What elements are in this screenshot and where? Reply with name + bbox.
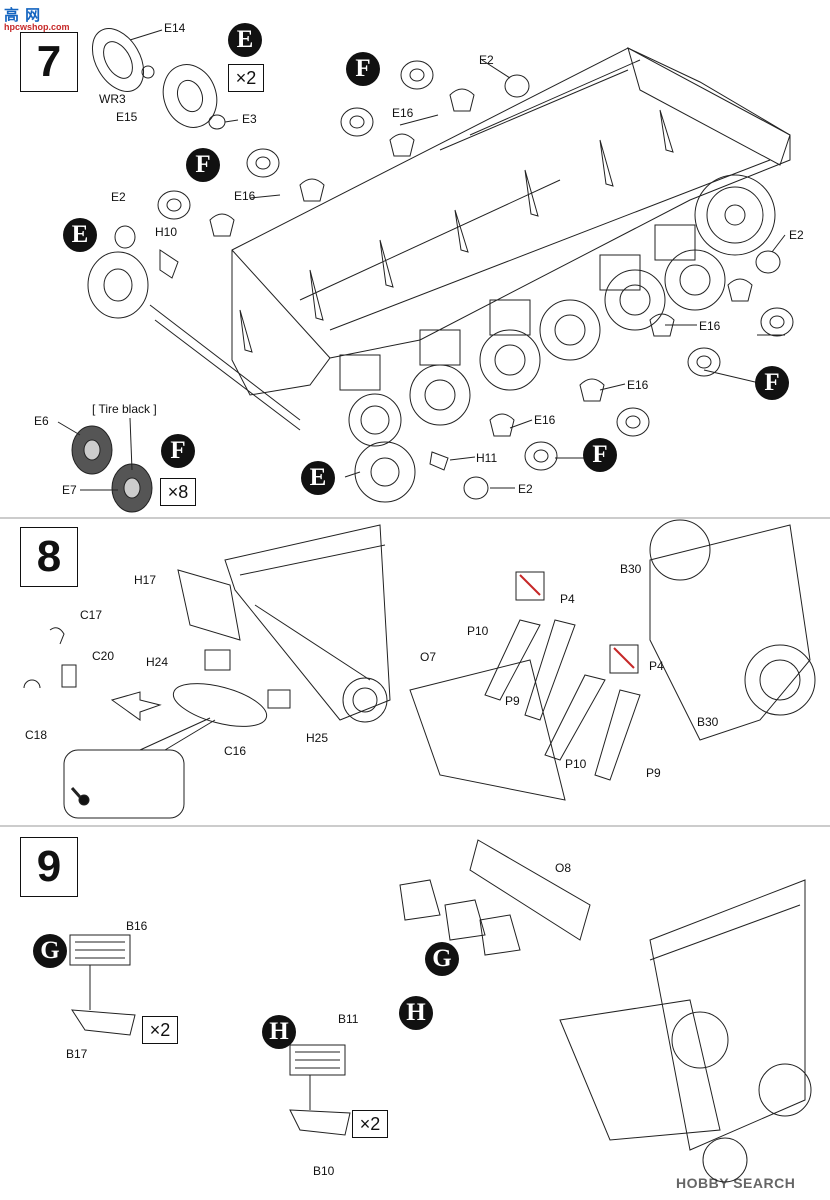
part-label: E16 <box>234 189 256 203</box>
part-label: H11 <box>476 451 498 465</box>
callout-f: F <box>755 366 789 400</box>
callout-e: E <box>63 218 97 252</box>
part-label: E16 <box>627 378 649 392</box>
part-label: P10 <box>565 757 587 771</box>
part-label: E6 <box>34 414 49 428</box>
callout-h: H <box>399 996 433 1030</box>
hull-drawing-step8-right <box>409 519 816 801</box>
part-label: B16 <box>126 919 148 933</box>
callout-e: E <box>228 23 262 57</box>
callout-f: F <box>583 438 617 472</box>
part-label: E2 <box>518 482 533 496</box>
callout-h: H <box>262 1015 296 1049</box>
part-label: E2 <box>789 228 804 242</box>
part-label: P4 <box>560 592 575 606</box>
callout-g: G <box>425 942 459 976</box>
callout-g: G <box>33 934 67 968</box>
callout-f: F <box>346 52 380 86</box>
part-label: H24 <box>146 655 169 669</box>
part-label: C18 <box>25 728 48 742</box>
callout-f: F <box>186 148 220 182</box>
part-label: WR3 <box>99 92 126 106</box>
part-label: E15 <box>116 110 138 124</box>
part-label: H10 <box>155 225 178 239</box>
step-number: 9 <box>20 837 78 897</box>
quantity-multiplier: ×2 <box>142 1016 178 1044</box>
watermark-footer: HOBBY SEARCH <box>676 1175 796 1191</box>
part-label: E14 <box>164 21 186 35</box>
part-label: C17 <box>80 608 103 622</box>
part-label: P9 <box>646 766 661 780</box>
part-label: E3 <box>242 112 257 126</box>
quantity-multiplier: ×2 <box>352 1110 388 1138</box>
part-label: E7 <box>62 483 77 497</box>
part-label: O8 <box>555 861 572 875</box>
wheel-parts-step7 <box>57 28 794 513</box>
part-label: E16 <box>534 413 556 427</box>
part-label: C20 <box>92 649 115 663</box>
tire-color-note: [ Tire black ] <box>92 402 157 416</box>
part-label: P9 <box>505 694 520 708</box>
watermark-url: hpcwshop.com <box>4 22 70 32</box>
part-label: E16 <box>699 319 721 333</box>
part-label: B30 <box>620 562 642 576</box>
part-label: E2 <box>479 53 494 67</box>
part-label: B30 <box>697 715 719 729</box>
quantity-multiplier: ×2 <box>228 64 264 92</box>
step-number: 7 <box>20 32 78 92</box>
part-label: O7 <box>420 650 437 664</box>
callout-e: E <box>301 461 335 495</box>
step-number: 8 <box>20 527 78 587</box>
part-label: B11 <box>338 1012 359 1026</box>
part-label: E2 <box>111 190 126 204</box>
quantity-multiplier: ×8 <box>160 478 196 506</box>
part-label: C16 <box>224 744 247 758</box>
part-label: H25 <box>306 731 329 745</box>
watermark-site: 高 网 <box>4 7 42 24</box>
part-label: P4 <box>649 659 664 673</box>
part-label: H17 <box>134 573 157 587</box>
part-label: B17 <box>66 1047 88 1061</box>
part-label: P10 <box>467 624 489 638</box>
hull-drawing-step7 <box>149 46 791 447</box>
hull-drawing-step8-left <box>23 524 391 819</box>
callout-f: F <box>161 434 195 468</box>
part-label: B10 <box>313 1164 335 1178</box>
part-label: E16 <box>392 106 414 120</box>
hull-drawing-step9 <box>69 839 812 1183</box>
